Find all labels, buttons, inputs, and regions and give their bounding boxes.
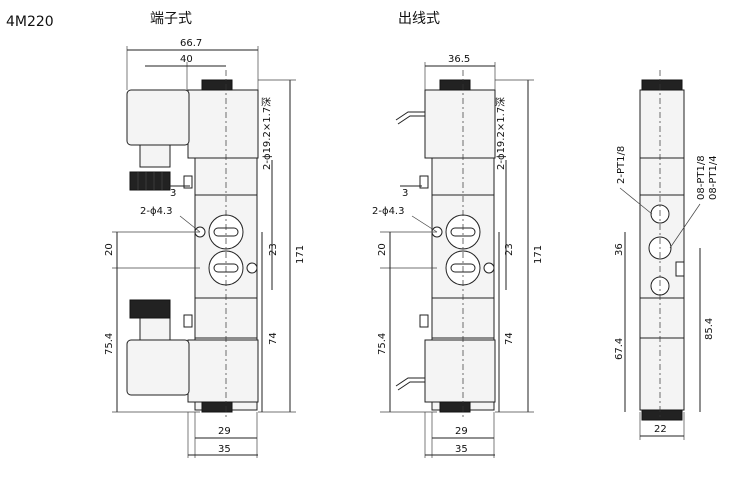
wire-dim-20: 20 [377, 243, 388, 256]
side-view: 2-PT1/8 08-PT1/8 08-PT1/4 36 67.4 85.4 2… [614, 70, 719, 440]
bottom-connector [126, 339, 190, 396]
wire-dim-mount-holes: 2-ϕ19.2×1.7深 [495, 97, 507, 170]
dim-29: 29 [218, 426, 231, 437]
bottom-cap [201, 401, 233, 413]
side-dim-pt18b: 08-PT1/8 [696, 155, 707, 200]
top-connector [126, 89, 190, 146]
side-bottom-cap [641, 409, 683, 421]
dim-20: 20 [104, 243, 115, 256]
wire-top-coil [424, 89, 496, 159]
wire-lead-top [395, 111, 425, 121]
dim-171: 171 [295, 245, 306, 264]
side-dim-pt18: 2-PT1/8 [616, 146, 627, 184]
top-cap [201, 79, 233, 91]
wire-side-pin [419, 314, 429, 328]
wire-dim-23: 23 [504, 243, 515, 256]
dim-66-7: 66.7 [180, 38, 202, 49]
dim-mount-holes: 2-ϕ19.2×1.7深 [261, 97, 273, 170]
side-pin [183, 314, 193, 328]
side-pin-top [183, 175, 193, 189]
top-connector-neck [139, 144, 171, 168]
wire-dim-3: 3 [402, 188, 408, 199]
wire-bottom-cap [439, 401, 471, 413]
bottom-coil [187, 339, 259, 403]
wire-bottom-coil [424, 339, 496, 403]
top-cable-gland [129, 171, 171, 191]
wire-mount-hole-2 [483, 262, 495, 274]
wire-dim-74: 74 [504, 332, 515, 345]
wire-dim-29: 29 [455, 426, 468, 437]
wire-view: 36.5 2-ϕ19.2×1.7深 171 23 74 20 75.4 3 2-… [372, 54, 544, 458]
side-dim-pt14: 08-PT1/4 [708, 155, 719, 200]
dim-3: 3 [170, 188, 176, 199]
side-pin [675, 261, 685, 277]
dim-75-4: 75.4 [104, 333, 115, 355]
bottom-cable-gland [129, 299, 171, 319]
wire-top-cap [439, 79, 471, 91]
bottom-connector-neck [139, 317, 171, 341]
side-dim-85-4: 85.4 [704, 318, 715, 340]
top-coil [187, 89, 259, 159]
side-dim-36: 36 [614, 243, 625, 256]
side-dim-67-4: 67.4 [614, 338, 625, 360]
side-top-cap [641, 79, 683, 91]
dim-40: 40 [180, 54, 193, 65]
wire-lead-bottom [395, 377, 425, 387]
dim-74: 74 [268, 332, 279, 345]
model-label: 4M220 [6, 14, 54, 30]
mount-hole-2 [246, 262, 258, 274]
wire-dim-36-5: 36.5 [448, 54, 470, 65]
wire-dim-171: 171 [533, 245, 544, 264]
dim-23: 23 [268, 243, 279, 256]
terminal-view: 66.7 40 2-ϕ19.2×1.7深 171 23 74 20 75.4 [104, 38, 306, 458]
terminal-view-title: 端子式 [150, 11, 192, 27]
wire-dim-75-4: 75.4 [377, 333, 388, 355]
wire-dim-35: 35 [455, 444, 468, 455]
wire-dim-hole-small: 2-ϕ4.3 [372, 206, 404, 217]
side-dim-22: 22 [654, 424, 667, 435]
wire-view-title: 出线式 [398, 11, 440, 27]
wire-side-pin-top [419, 175, 429, 189]
dim-hole-small: 2-ϕ4.3 [140, 206, 172, 217]
dim-35: 35 [218, 444, 231, 455]
